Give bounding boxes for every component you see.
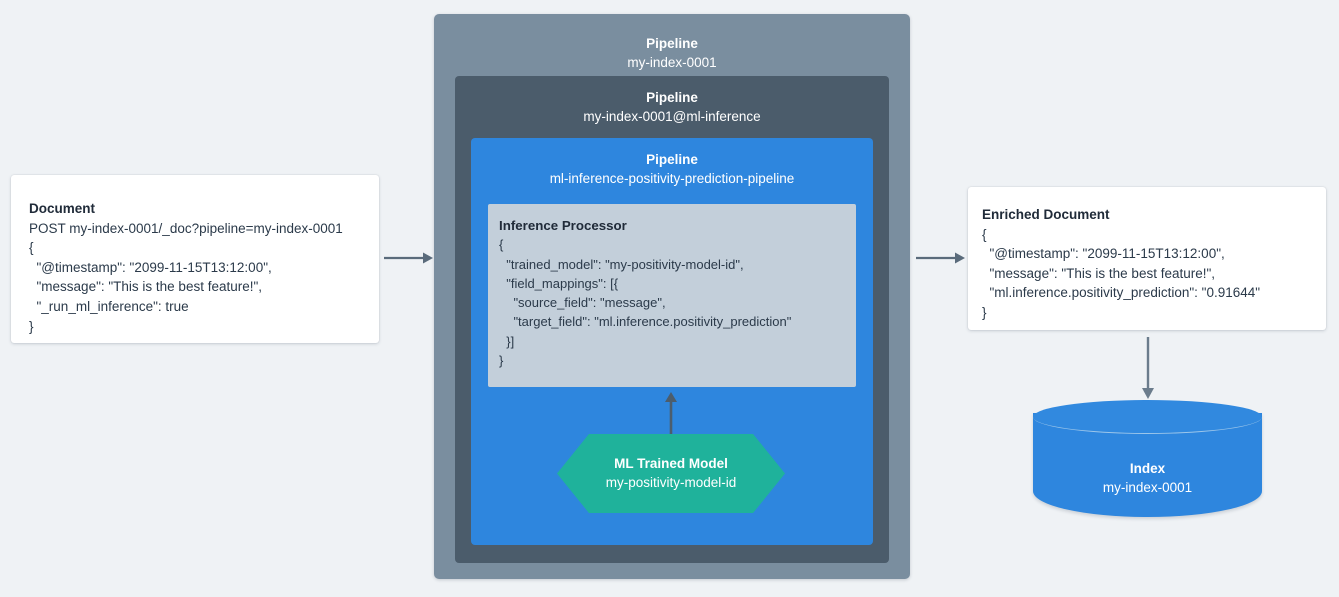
processor-line-4: "target_field": "ml.inference.positivity… xyxy=(499,314,792,330)
cylinder-top-ellipse xyxy=(1033,400,1262,434)
pipeline-inner-header: Pipeline xyxy=(646,152,698,167)
ml-trained-model-hexagon: ML Trained Model my-positivity-model-id xyxy=(557,434,785,513)
enriched-line-3: "ml.inference.positivity_prediction": "0… xyxy=(982,285,1261,301)
document-card: Document POST my-index-0001/_doc?pipelin… xyxy=(11,175,379,343)
document-line-0: POST my-index-0001/_doc?pipeline=my-inde… xyxy=(29,220,343,236)
index-header: Index xyxy=(1129,461,1166,476)
index-cylinder: Index my-index-0001 xyxy=(1033,400,1262,530)
enriched-line-4: } xyxy=(982,304,987,320)
pipeline-mid-name: my-index-0001@ml-inference xyxy=(583,109,761,124)
document-line-4: "_run_ml_inference": true xyxy=(29,298,189,314)
enriched-line-1: "@timestamp": "2099-11-15T13:12:00", xyxy=(982,246,1225,262)
arrow-enriched-to-index xyxy=(1142,337,1154,399)
index-label-group: Index my-index-0001 xyxy=(1033,460,1262,497)
arrow-pipeline-to-enriched xyxy=(916,252,965,264)
pipeline-outer-name: my-index-0001 xyxy=(627,55,717,70)
arrow-model-to-processor xyxy=(665,392,677,438)
pipeline-mid-header: Pipeline xyxy=(646,90,698,105)
inference-processor-title: Inference Processor xyxy=(499,218,627,233)
processor-line-1: "trained_model": "my-positivity-model-id… xyxy=(499,256,744,272)
pipeline-outer-header: Pipeline xyxy=(646,36,698,51)
enriched-line-2: "message": "This is the best feature!", xyxy=(982,265,1216,281)
ml-trained-model-name: my-positivity-model-id xyxy=(605,475,737,490)
processor-line-3: "source_field": "message", xyxy=(499,295,666,311)
processor-line-0: { xyxy=(499,237,504,253)
enriched-document-card: Enriched Document { "@timestamp": "2099-… xyxy=(968,187,1326,330)
document-line-3: "message": "This is the best feature!", xyxy=(29,279,263,295)
ml-trained-model-header: ML Trained Model xyxy=(614,456,728,471)
processor-line-2: "field_mappings": [{ xyxy=(499,275,619,291)
pipeline-inner-name: ml-inference-positivity-prediction-pipel… xyxy=(549,171,795,186)
arrow-document-to-pipeline xyxy=(384,252,433,264)
enriched-document-title: Enriched Document xyxy=(982,207,1110,222)
document-line-5: } xyxy=(29,318,34,334)
enriched-line-0: { xyxy=(982,226,987,242)
inference-processor-box: Inference Processor { "trained_model": "… xyxy=(487,203,857,388)
processor-line-6: } xyxy=(499,353,504,369)
document-line-1: { xyxy=(29,240,34,256)
document-line-2: "@timestamp": "2099-11-15T13:12:00", xyxy=(29,259,272,275)
document-card-title: Document xyxy=(29,201,96,216)
processor-line-5: }] xyxy=(499,333,515,349)
index-name: my-index-0001 xyxy=(1102,480,1193,495)
